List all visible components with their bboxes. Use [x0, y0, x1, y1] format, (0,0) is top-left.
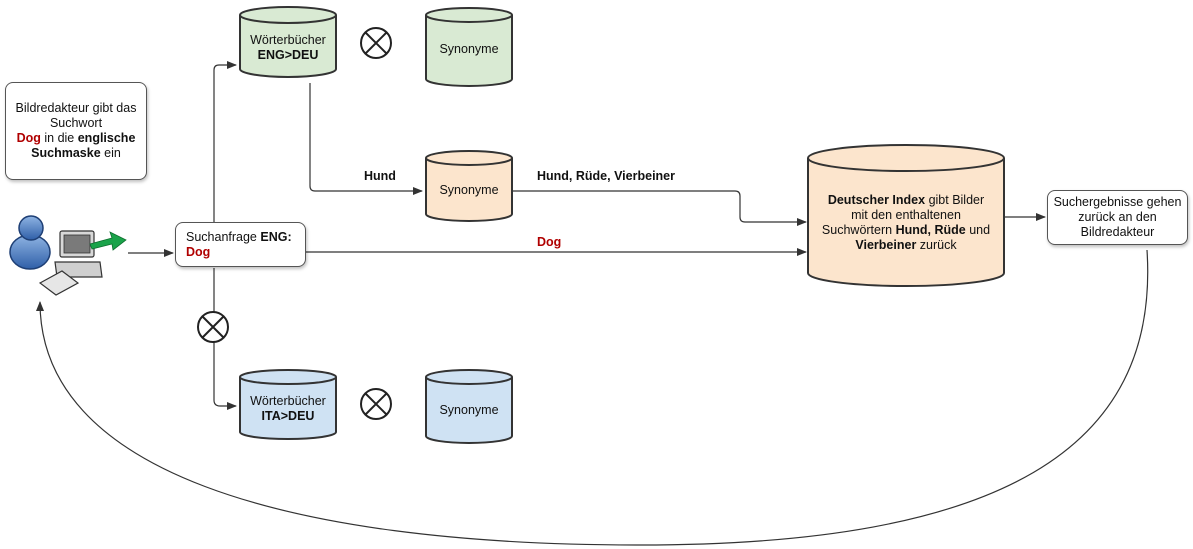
request-line-2: Suchwort	[49, 116, 103, 130]
index-label: Deutscher Index gibt Bilder mit den enth…	[812, 193, 1000, 253]
edge-query-to-dict-eng	[213, 61, 237, 238]
blocked-cross-icon	[197, 311, 229, 343]
connectors	[36, 61, 1149, 546]
synonyms-top-cylinder	[425, 7, 513, 87]
request-line-4: Suchmaske ein	[31, 146, 121, 161]
index-line-3-text: Suchwörtern	[821, 223, 896, 237]
dict-eng-cylinder	[239, 6, 337, 78]
edge-results-to-user	[36, 249, 1149, 546]
index-line-3: Suchwörtern Hund, Rüde und	[812, 223, 1000, 238]
edge-label-synonyms: Hund, Rüde, Vierbeiner	[537, 169, 675, 183]
request-line-3-text: in die	[40, 131, 78, 145]
index-line-1-text: gibt Bilder	[925, 193, 985, 207]
results-box: Suchergebnisse gehen zurück an den Bildr…	[1047, 190, 1188, 245]
dict-ita-cylinder	[239, 369, 337, 440]
dict-ita-title: Wörterbücher	[250, 394, 326, 408]
index-term-vierbeiner: Vierbeiner	[855, 238, 917, 252]
request-line-4-text: ein	[100, 146, 121, 160]
request-form: Suchmaske	[31, 146, 101, 160]
blocked-cross-icon	[360, 27, 392, 59]
index-line-3-rest: und	[965, 223, 991, 237]
edge-label-hund: Hund	[364, 169, 396, 183]
synonyms-mid-cylinder	[425, 150, 513, 222]
synonyms-bottom-label: Synonyme	[439, 403, 499, 417]
blocked-cross-icon	[360, 388, 392, 420]
index-cylinder	[807, 144, 1005, 287]
request-line-1: Bildredakteur gibt das	[15, 101, 137, 115]
edge-label-dog: Dog	[537, 235, 562, 249]
index-name: Deutscher Index	[827, 193, 926, 207]
dict-ita-label: Wörterbücher ITA>DEU	[240, 394, 336, 424]
request-description-box: Bildredakteur gibt das Suchwort Dog in d…	[5, 82, 147, 180]
query-language: ENG:	[260, 229, 292, 244]
request-line-3: Dog in die englische	[17, 131, 136, 146]
request-language: englische	[77, 131, 136, 145]
index-line-2: mit den enthaltenen	[851, 208, 961, 222]
user-computer-icon	[9, 215, 127, 296]
query-line-1: Suchanfrage ENG:	[186, 230, 292, 245]
edge-dict-eng-to-synonyms	[309, 83, 423, 195]
dict-eng-label: Wörterbücher ENG>DEU	[240, 33, 336, 63]
index-line-1: Deutscher Index gibt Bilder	[812, 193, 1000, 208]
index-line-4-text: zurück	[916, 238, 957, 252]
results-line-1: Suchergebnisse gehen	[1053, 195, 1182, 209]
results-line-2: zurück an den	[1078, 210, 1157, 224]
dict-ita-direction: ITA>DEU	[261, 409, 315, 423]
edge-synonyms-to-index	[513, 190, 807, 226]
synonyms-bottom-cylinder	[425, 369, 513, 444]
dict-eng-direction: ENG>DEU	[257, 48, 319, 62]
index-line-4: Vierbeiner zurück	[812, 238, 1000, 253]
query-label: Suchanfrage	[186, 229, 261, 244]
edge-query-to-dict-ita	[213, 268, 237, 410]
results-line-3: Bildredakteur	[1080, 225, 1155, 239]
dict-eng-title: Wörterbücher	[250, 33, 326, 47]
search-query-box: Suchanfrage ENG: Dog	[175, 222, 306, 267]
synonyms-top-label: Synonyme	[439, 42, 499, 56]
query-term: Dog	[186, 244, 211, 259]
request-keyword: Dog	[16, 131, 41, 145]
synonyms-mid-label: Synonyme	[439, 183, 499, 197]
index-terms: Hund, Rüde	[895, 223, 966, 237]
